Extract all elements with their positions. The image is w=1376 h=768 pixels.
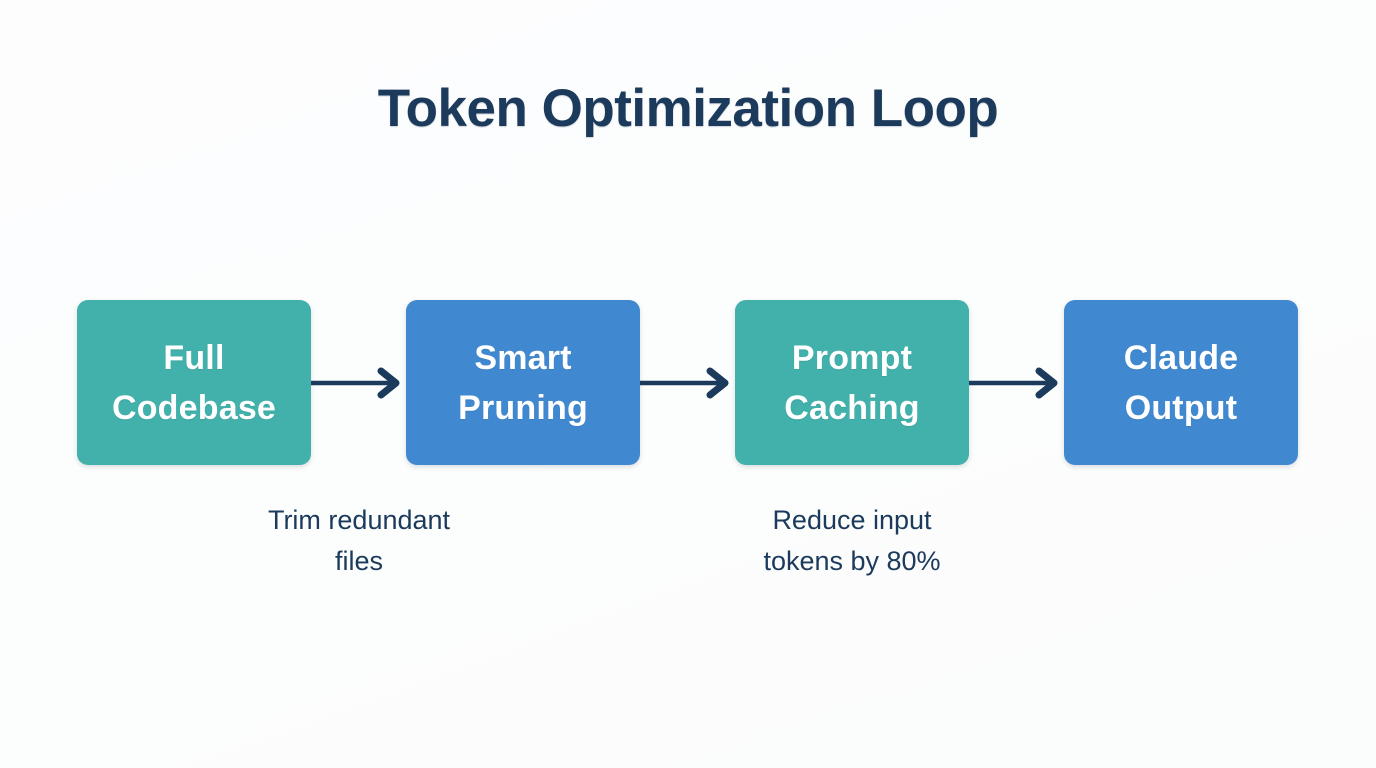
arrow-right-icon bbox=[311, 367, 400, 399]
arrow-right-icon-3 bbox=[969, 367, 1064, 399]
flow-node-label: Full Codebase bbox=[111, 338, 277, 427]
flow-node-full-codebase[interactable]: Full Codebase bbox=[77, 300, 311, 465]
arrow-right-icon-2 bbox=[640, 367, 735, 399]
arrow-right-icon bbox=[640, 367, 729, 399]
caption-prompt-caching: Reduce input tokens by 80% bbox=[763, 505, 941, 576]
flow-node-label: Smart Pruning bbox=[458, 338, 588, 427]
caption-smart-pruning: Trim redundant files bbox=[267, 505, 451, 576]
flow-node-label: Prompt Caching bbox=[784, 338, 920, 427]
flow-node-label: Claude Output bbox=[1123, 338, 1239, 427]
page-title: Token Optimization Loop bbox=[377, 79, 999, 138]
flow-node-smart-pruning[interactable]: Smart Pruning bbox=[406, 300, 640, 465]
arrow-right-icon-1 bbox=[311, 367, 406, 399]
flow-node-prompt-caching[interactable]: Prompt Caching bbox=[735, 300, 969, 465]
arrow-right-icon bbox=[969, 367, 1058, 399]
flow-node-claude-output[interactable]: Claude Output bbox=[1064, 300, 1298, 465]
